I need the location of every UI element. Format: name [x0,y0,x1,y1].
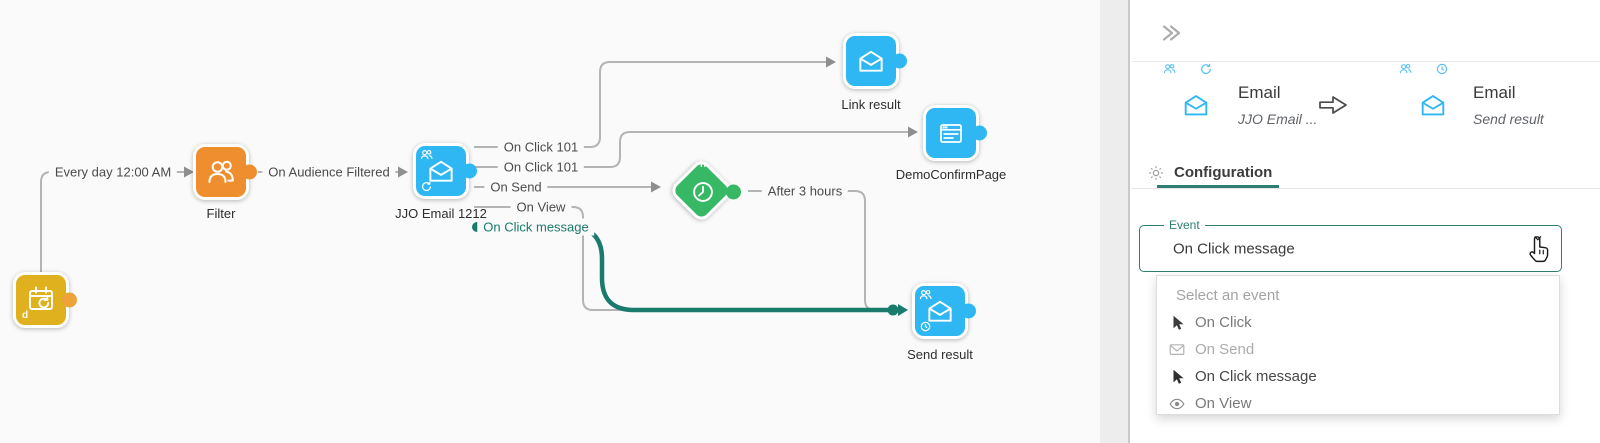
node-filter[interactable] [193,144,257,200]
node-label-demo-confirm-page: DemoConfirmPage [895,167,1007,182]
arrowhead [398,166,408,178]
event-field-value: On Click message [1173,240,1295,257]
dropdown-option-on-send[interactable]: On Send [1157,336,1559,363]
clock-icon [1436,63,1448,75]
users-icon [1163,64,1176,74]
arrowhead [651,181,661,193]
active-tab-indicator [1157,185,1279,189]
mail-open-icon [429,160,453,182]
edge-label-on-click-101-a: On Click 101 [497,138,585,156]
transition-arrow-icon [1319,96,1347,114]
arrowhead [184,166,194,178]
node-send-result[interactable] [912,283,976,339]
users-icon [208,160,234,183]
output-port[interactable] [972,125,987,141]
edge-email-onview [474,206,880,311]
hand-cursor-icon [1529,236,1549,263]
dropdown-option-on-view[interactable]: On View [1157,390,1559,417]
node-link-result[interactable] [843,33,907,89]
refresh-icon [1201,63,1211,74]
event-select[interactable]: Event On Click message [1139,218,1562,272]
event-field-label: Event [1164,218,1205,232]
gear-icon [1149,165,1163,180]
panel-top-bar [1132,0,1600,62]
output-port[interactable] [726,184,741,200]
workflow-canvas[interactable]: Every day 12:00 AM On Audience Filtered … [0,0,1100,443]
mail-open-icon [928,300,952,322]
edge-delay-sendresult [748,190,882,311]
section-divider [1132,188,1600,189]
cursor-icon [1173,369,1184,384]
edge-label-on-send: On Send [484,178,548,196]
node-label-send-result: Send result [907,347,973,362]
dropdown-option-on-click[interactable]: On Click [1157,309,1559,336]
config-panel: Email JJO Email ... Email Send result [1132,0,1600,443]
node-jjo-email-1212[interactable] [413,143,477,199]
output-port[interactable] [242,164,257,180]
edge-label-schedule: Every day 12:00 AM [48,163,178,181]
users-icon [919,289,932,300]
edge-email-demopage [474,131,908,168]
clock-icon [693,182,713,202]
node-demo-confirm-page[interactable] [923,105,987,161]
panel-gutter [1100,0,1130,443]
users-icon [1399,64,1412,74]
output-port[interactable] [62,292,77,308]
cursor-icon [1173,315,1184,330]
dropdown-placeholder[interactable]: Select an event [1176,287,1280,304]
node-scheduler[interactable]: d [13,272,77,328]
browser-page-icon [940,124,962,143]
edge-label-on-click-101-b: On Click 101 [497,158,585,176]
card-node-name: Send result [1473,111,1544,127]
edge-label-audience-filtered: On Audience Filtered [262,163,396,181]
calendar-refresh-icon [29,286,53,310]
clock-icon [920,321,931,332]
event-dropdown: Select an event On Click On Send On Clic… [1156,275,1560,415]
edge-label-on-view: On View [510,198,572,216]
dropdown-option-on-click-message[interactable]: On Click message [1157,363,1559,390]
edge-email-onclickmessage-selected [472,222,908,316]
edge-label-after-3-hours: After 3 hours [761,182,849,200]
refresh-icon [421,181,432,192]
users-icon [420,149,433,160]
arrowhead [826,56,836,68]
output-port[interactable] [892,53,907,69]
node-badge: h [699,159,707,170]
configuration-tab[interactable]: Configuration [1148,164,1272,181]
eye-icon [1169,398,1185,409]
card-type-label: Email [1473,83,1516,102]
card-node-name: JJO Email ... [1238,111,1318,127]
node-delay[interactable]: h [668,157,741,227]
collapse-panel-chevron-icon[interactable] [1160,22,1182,44]
node-label-email: JJO Email 1212 [395,206,487,221]
configuration-title: Configuration [1174,164,1273,181]
mail-icon [1169,344,1185,356]
edge-label-on-click-message: On Click message [477,218,595,236]
edge-email-linkresult [474,61,826,148]
mail-open-icon [859,50,883,72]
output-port[interactable] [462,163,477,179]
arrowhead [908,126,918,138]
mail-open-icon [1421,95,1445,116]
output-port[interactable] [961,303,976,319]
card-type-label: Email [1238,83,1281,102]
node-badge: d [22,310,29,321]
edge-scheduler-filter [40,171,184,272]
mail-open-icon [1184,95,1208,116]
node-label-filter: Filter [206,206,236,221]
node-label-link-result: Link result [841,97,901,112]
